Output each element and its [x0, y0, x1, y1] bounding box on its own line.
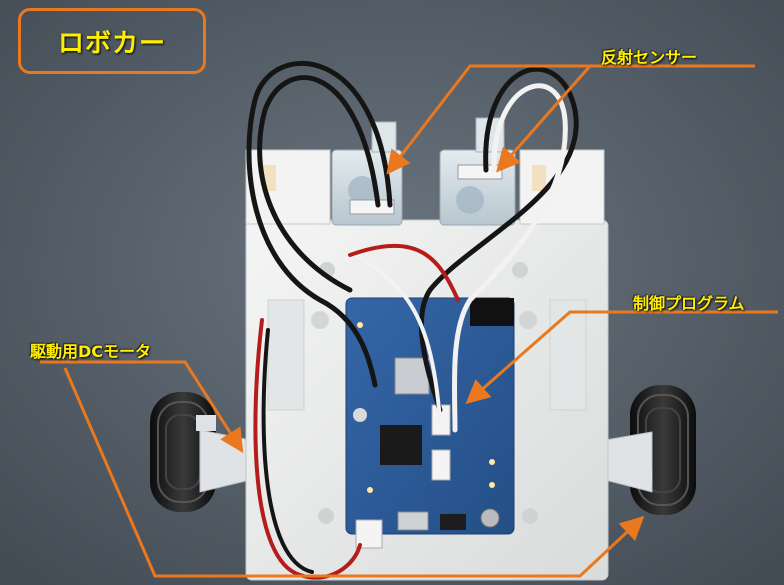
label-control-program: 制御プログラム [633, 294, 745, 313]
sensor-pointer-line-right [496, 65, 592, 173]
title-text: ロボカー [57, 28, 166, 59]
sensor-pointer-line-left [386, 64, 755, 175]
motor-pointer-line-left [40, 360, 244, 454]
right-wheel [604, 385, 696, 515]
label-reflect-sensor: 反射センサー [601, 48, 698, 67]
annotation-lines [40, 64, 778, 578]
title-box: ロボカー [18, 8, 206, 74]
wires [246, 60, 579, 580]
control-board [345, 297, 515, 549]
motor-pointer-line-right [63, 367, 645, 578]
label-dc-motor: 駆動用DCモータ [30, 342, 152, 361]
left-wheel [150, 392, 251, 512]
program-pointer-line [465, 310, 778, 404]
